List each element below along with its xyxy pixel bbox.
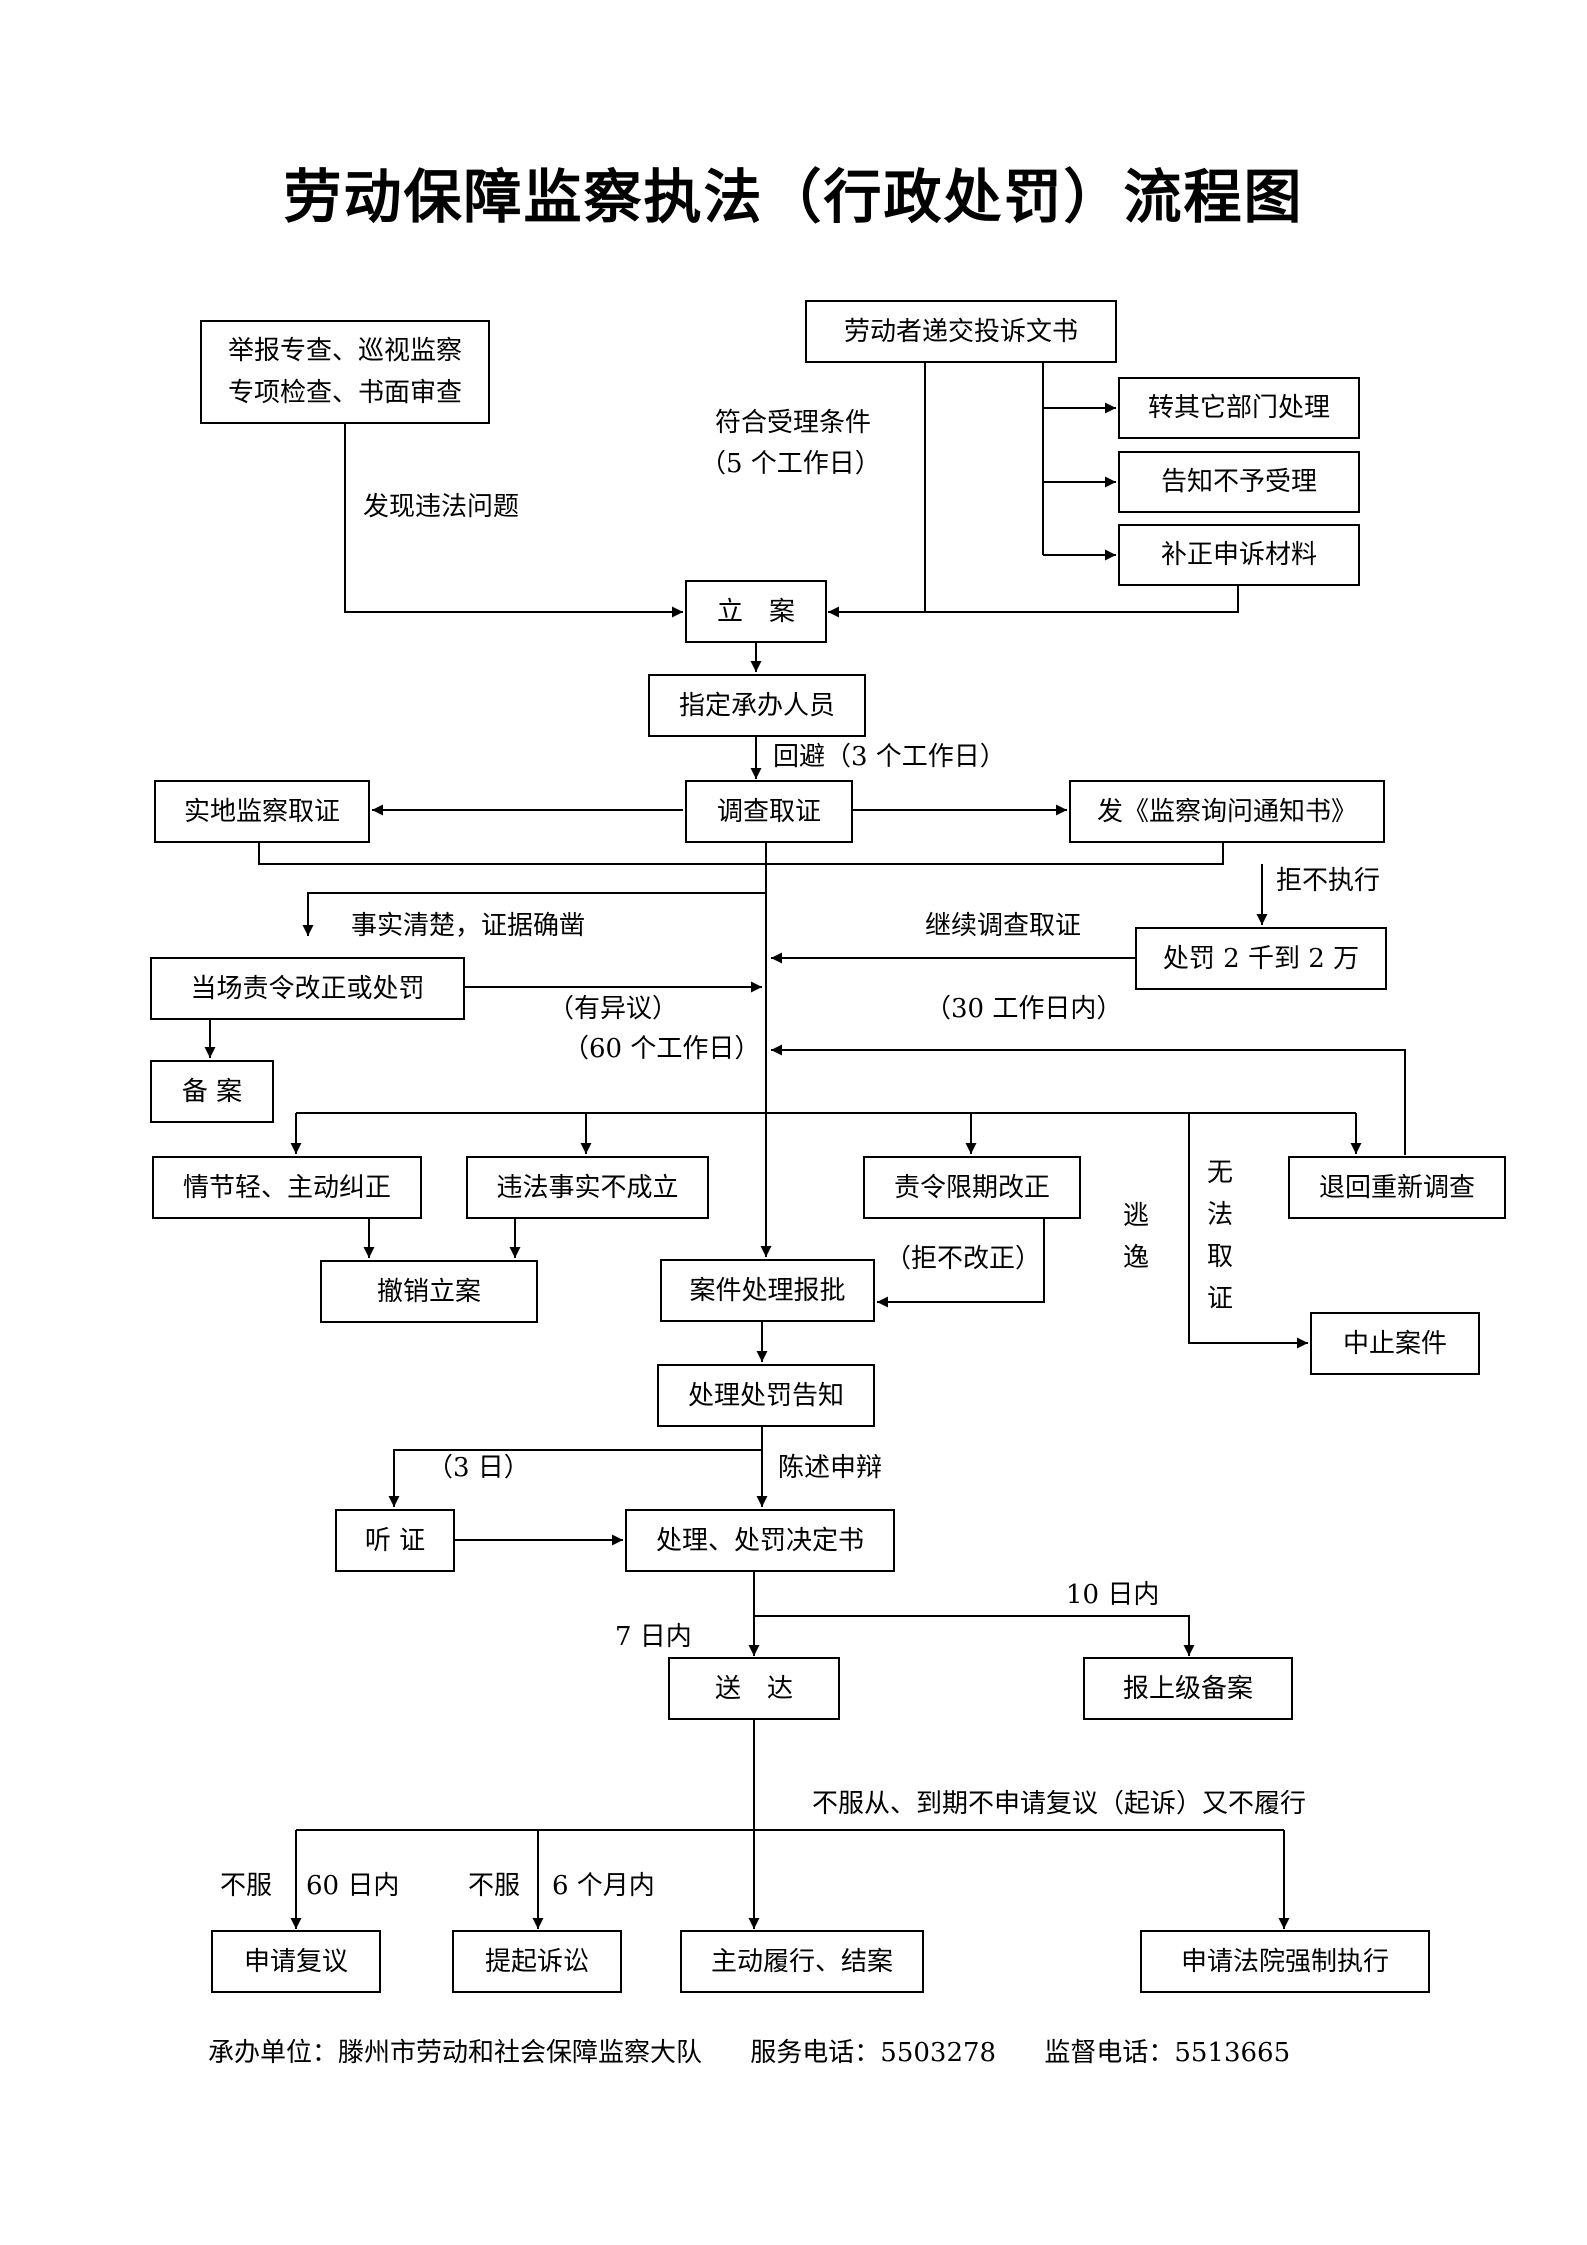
label-not-accept-2: 不服 (468, 1871, 521, 1901)
page-title: 劳动保障监察执法（行政处罚）流程图 (283, 163, 1304, 231)
label-not-comply: 不服从、到期不申请复议（起诉）又不履行 (812, 1789, 1307, 1819)
return-investigate-box: 退回重新调查 (1288, 1156, 1506, 1219)
label-continue-invest: 继续调查取证 (925, 911, 1082, 941)
minor-box: 情节轻、主动纠正 (152, 1156, 422, 1219)
label-facts-clear: 事实清楚，证据确凿 (351, 911, 586, 941)
label-escape: 逃逸 (1122, 1201, 1149, 1273)
report-check-box: 举报专查、巡视监察 专项检查、书面审查 (200, 320, 490, 424)
report-check-line-2: 专项检查、书面审查 (227, 378, 462, 408)
comply-box: 主动履行、结案 (680, 1930, 924, 1993)
fact-not-established-box: 违法事实不成立 (466, 1156, 709, 1219)
suspend-case-box: 中止案件 (1310, 1312, 1480, 1375)
court-enforce-box: 申请法院强制执行 (1140, 1930, 1430, 1993)
label-three-days: （3 日） (427, 1453, 530, 1483)
label-within-10: 10 日内 (1066, 1580, 1160, 1610)
label-five-days: （5 个工作日） (700, 449, 881, 479)
label-no-evidence: 无法取证 (1206, 1158, 1233, 1314)
label-sixty-days: （60 个工作日） (563, 1034, 761, 1064)
label-within-7: 7 日内 (615, 1622, 692, 1652)
on-site-order-box: 当场责令改正或处罚 (150, 957, 465, 1020)
footer: 承办单位：滕州市劳动和社会保障监察大队 服务电话：5503278 监督电话：55… (208, 2032, 1290, 2069)
label-not-accept-1: 不服 (220, 1871, 273, 1901)
report-superior-box: 报上级备案 (1083, 1657, 1293, 1720)
footer-service-phone: 服务电话：5503278 (750, 2038, 997, 2068)
label-objection: （有异议） (548, 994, 679, 1024)
field-evidence-box: 实地监察取证 (154, 780, 370, 843)
order-correct-box: 责令限期改正 (863, 1156, 1081, 1219)
hearing-box: 听 证 (335, 1509, 455, 1572)
footer-unit: 承办单位：滕州市劳动和社会保障监察大队 (208, 2038, 703, 2068)
fine-box: 处罚 2 千到 2 万 (1135, 927, 1387, 990)
label-within-30: （30 工作日内） (925, 994, 1123, 1024)
record-box: 备 案 (150, 1060, 274, 1123)
label-within-6m: 6 个月内 (552, 1871, 655, 1901)
supplement-box: 补正申诉材料 (1118, 524, 1360, 586)
label-statement: 陈述申辩 (778, 1453, 883, 1483)
label-within-60: 60 日内 (306, 1871, 400, 1901)
investigate-box: 调查取证 (685, 780, 853, 843)
footer-supervise-phone: 监督电话：5513665 (1044, 2038, 1291, 2068)
deliver-box: 送 达 (668, 1657, 840, 1720)
penalty-notice-box: 处理处罚告知 (657, 1364, 875, 1427)
transfer-dept-box: 转其它部门处理 (1118, 377, 1360, 439)
label-recusal: 回避（3 个工作日） (773, 742, 1006, 772)
revoke-case-box: 撤销立案 (320, 1260, 538, 1323)
case-approval-box: 案件处理报批 (660, 1259, 875, 1322)
label-found-violation: 发现违法问题 (363, 492, 520, 522)
label-meets-conditions: 符合受理条件 (715, 408, 872, 438)
report-check-line-1: 举报专查、巡视监察 (227, 336, 462, 366)
complaint-box: 劳动者递交投诉文书 (805, 300, 1117, 363)
notify-reject-box: 告知不予受理 (1118, 451, 1360, 513)
label-refuse-correct: （拒不改正） (885, 1244, 1042, 1274)
file-case-box: 立 案 (685, 580, 827, 643)
decision-box: 处理、处罚决定书 (625, 1509, 895, 1572)
issue-notice-box: 发《监察询问通知书》 (1069, 780, 1385, 843)
lawsuit-box: 提起诉讼 (452, 1930, 622, 1993)
reconsider-box: 申请复议 (211, 1930, 381, 1993)
assign-staff-box: 指定承办人员 (648, 674, 866, 737)
label-refuse-exec: 拒不执行 (1276, 866, 1381, 896)
